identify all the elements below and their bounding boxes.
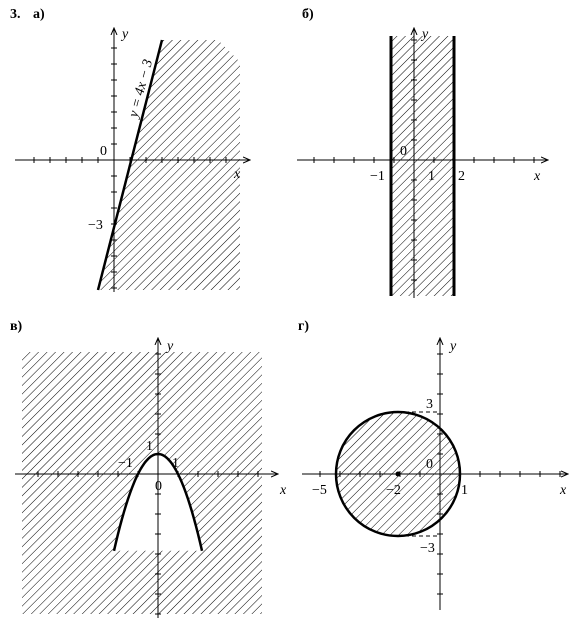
panel-b-x-tick-label-1: 1 (428, 169, 435, 184)
panel-d-x-tick-label-neg2: −2 (386, 483, 401, 498)
panel-b-x-tick-label-neg1: −1 (370, 169, 385, 184)
panel-b-shaded-strip (391, 36, 454, 296)
panel-d-x-tick-label-1: 1 (461, 483, 468, 498)
panel-a-ticks (33, 47, 227, 289)
panel-d-y-tick-label-neg3: −3 (420, 541, 435, 556)
panel-c-label: в) (10, 319, 23, 334)
panel-c-origin-label: 0 (155, 479, 162, 494)
panel-b: б) y x 0 −1 1 2 (297, 7, 548, 298)
panel-a-shaded-region (98, 40, 240, 290)
problem-number: 3. (10, 7, 21, 22)
panel-b-ticks (313, 39, 535, 281)
panel-a-y-tick-label: −3 (88, 218, 103, 233)
panel-c: в) y x 0 −1 1 1 (10, 319, 287, 618)
panel-b-x-label: x (533, 169, 541, 184)
panel-d: г) y x 0 −5 −2 1 3 −3 (298, 319, 568, 610)
panel-a-y-label: y (120, 27, 129, 42)
panel-d-y-tick-label-3: 3 (426, 397, 433, 412)
panel-c-shaded-region (22, 352, 262, 614)
panel-c-x-label: x (279, 483, 287, 498)
panel-d-origin-label: 0 (426, 457, 433, 472)
panel-b-label: б) (302, 7, 314, 22)
panel-c-y-label: y (165, 339, 174, 354)
panel-a-origin-label: 0 (100, 144, 107, 159)
panel-a-label: а) (33, 7, 45, 22)
panel-a: 3. а) y x 0 −3 y = 4x − 3 (10, 7, 250, 292)
panel-d-x-tick-label-neg5: −5 (312, 483, 327, 498)
panel-c-ticks (37, 353, 259, 615)
panel-b-x-tick-label-2: 2 (458, 169, 465, 184)
panel-a-x-label: x (233, 167, 241, 182)
panel-d-ticks (319, 353, 561, 595)
panel-c-x-tick-label-1: 1 (172, 456, 179, 471)
panel-c-y-tick-label-1: 1 (146, 439, 153, 454)
panel-b-y-label: y (420, 27, 429, 42)
panel-a-boundary-line (96, 39, 164, 291)
panel-b-origin-label: 0 (400, 144, 407, 159)
panel-d-y-label: y (448, 339, 457, 354)
panel-d-label: г) (298, 319, 309, 334)
panel-d-x-label: x (559, 483, 567, 498)
panel-c-x-tick-label-neg1: −1 (118, 456, 133, 471)
panel-d-center-point (395, 471, 401, 477)
